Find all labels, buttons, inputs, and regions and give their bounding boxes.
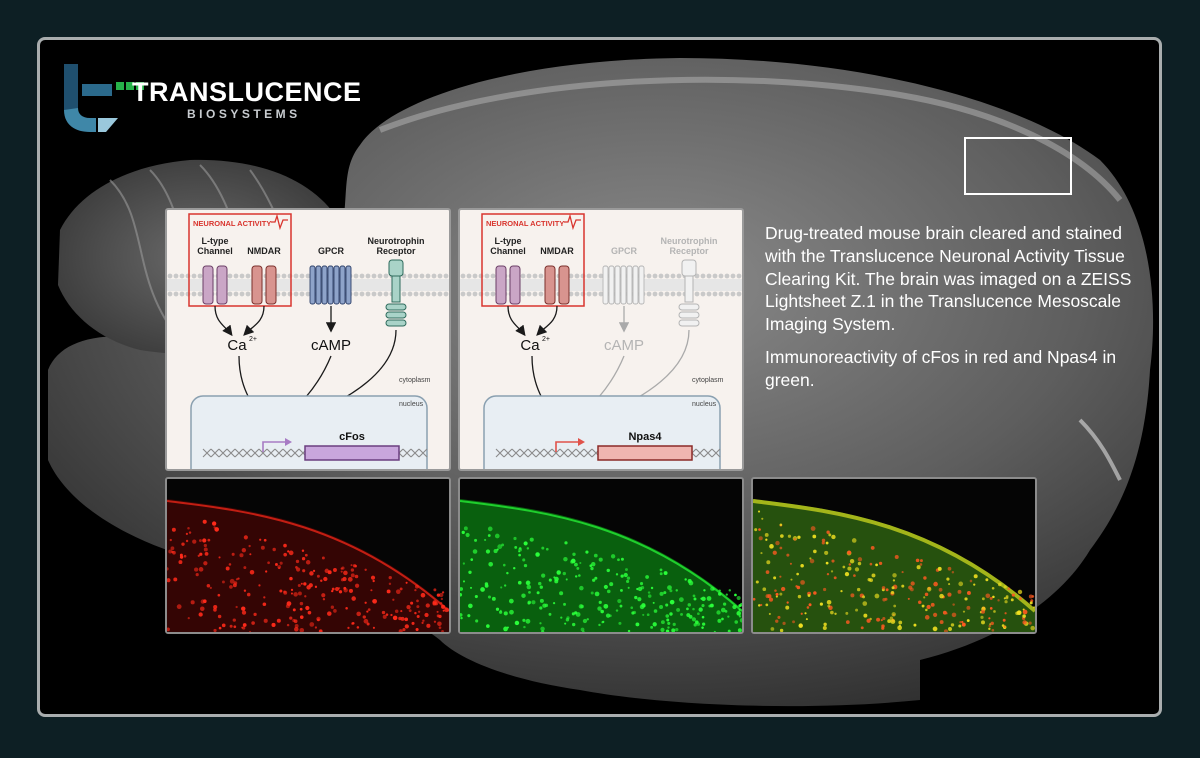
gpcr-label: GPCR [611,246,638,256]
arrow-nmdar-ca [536,305,558,336]
camp-label: cAMP [604,337,644,354]
nmdar-label: NMDAR [540,246,574,256]
gpcr-icon [602,265,645,305]
micrograph-image [167,479,449,632]
zoom-region-box [964,137,1072,195]
gene-box [597,445,693,461]
nmdar-channel-icon [251,265,277,305]
receptor-label: Receptor [376,246,416,256]
logo-title: TRANSLUCENCE [132,77,362,107]
arrow-ltype-ca [507,305,526,337]
calcium-label: Ca [227,337,247,354]
neurotrophin-receptor-icon [385,259,407,327]
caption-paragraph-2: Immunoreactivity of cFos in red and Npas… [765,346,1117,390]
channel-label: Channel [490,246,526,256]
spike-icon [271,213,288,231]
neurotrophin-receptor-icon [678,259,700,327]
micrograph-image [460,479,742,632]
l-type-channel-icon [202,265,228,305]
promoter-arrow-icon [262,441,287,452]
arrow-ltype-ca [214,305,233,337]
camp-label: cAMP [311,337,351,354]
caption-paragraph-1: Drug-treated mouse brain cleared and sta… [765,223,1132,335]
neuronal-activity-label: NEURONAL ACTIVITY [193,219,271,228]
receptor-label: Receptor [669,246,709,256]
calcium-charge: 2+ [542,336,550,343]
calcium-label: Ca [520,337,540,354]
l-type-label: L-type [495,236,522,246]
nmdar-label: NMDAR [247,246,281,256]
micrograph-image [753,479,1035,632]
neuronal-activity-label: NEURONAL ACTIVITY [486,219,564,228]
neuronal-activity-box [481,213,585,307]
l-type-channel-icon [495,265,521,305]
calcium-charge: 2+ [249,336,257,343]
micrograph-merge [751,477,1037,634]
gene-label: Npas4 [628,431,662,443]
promoter-arrow-icon [555,441,580,452]
nucleus-label: nucleus [692,401,717,408]
channel-label: Channel [197,246,233,256]
cytoplasm-label: cytoplasm [399,377,431,384]
micrograph-cfos [165,477,451,634]
nucleus-label: nucleus [399,401,424,408]
logo-subtitle: BIOSYSTEMS [187,107,301,121]
neurotrophin-label: Neurotrophin [661,236,718,246]
micrograph-npas4 [458,477,744,634]
cell-dots [167,519,449,632]
company-logo: TRANSLUCENCE BIOSYSTEMS [62,62,382,132]
cell-dots [753,510,1035,632]
cell-dots [460,526,742,632]
neurotrophin-label: Neurotrophin [368,236,425,246]
gpcr-label: GPCR [318,246,345,256]
gene-box [304,445,400,461]
logo-mark-icon [64,64,144,132]
gpcr-icon [309,265,352,305]
neuronal-activity-box [188,213,292,307]
l-type-label: L-type [202,236,229,246]
cytoplasm-label: cytoplasm [692,377,724,384]
cell-membrane [167,273,449,297]
arrow-nmdar-ca [243,305,265,336]
figure-caption: Drug-treated mouse brain cleared and sta… [765,222,1135,392]
spike-icon [564,213,581,231]
nmdar-channel-icon [544,265,570,305]
gene-label: cFos [339,431,365,443]
figure-frame: TRANSLUCENCE BIOSYSTEMS Drug-treated mou… [37,37,1162,717]
